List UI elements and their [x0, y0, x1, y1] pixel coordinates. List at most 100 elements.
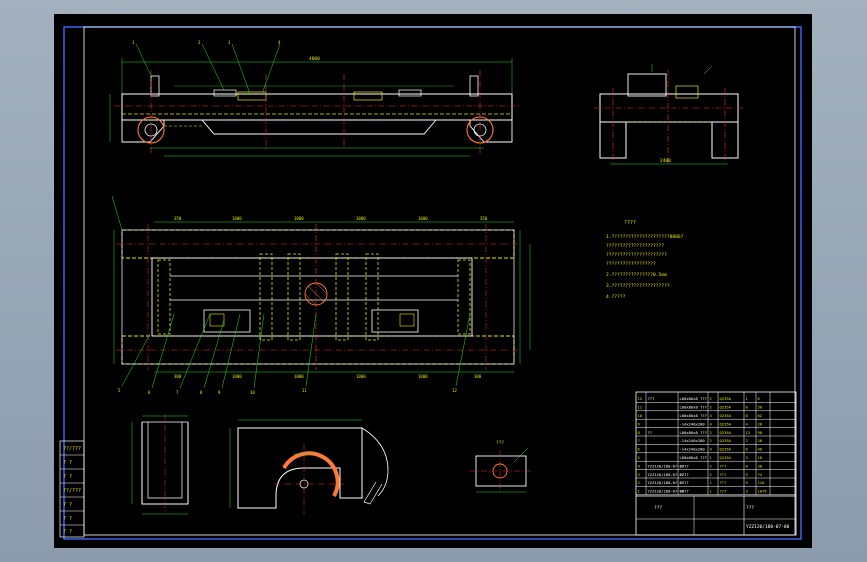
- balloon-10: 10: [250, 390, 255, 395]
- side-tab-strip: ??/??? ? ? ? ? ??/??? ? ? ? ? ? ?: [59, 440, 85, 538]
- bom-cell-qty: 2: [710, 472, 712, 477]
- balloon-7: 7: [176, 390, 179, 395]
- note-line-1: 1.?????????????????????8086?: [606, 234, 684, 240]
- bom-cell-name: YZZ120/180-07-01: [648, 480, 685, 485]
- bom-cell-no: 5: [638, 455, 640, 460]
- title-block-name: ???: [746, 505, 754, 511]
- bom-cell-no: 3: [638, 472, 640, 477]
- plan-view: 350 1000 1000 1000 1000 350: [111, 195, 531, 395]
- bom-cell-qty: 4: [710, 413, 713, 418]
- bom-cell-mat: ???: [720, 463, 727, 468]
- bom-cell-note: 74: [758, 472, 763, 477]
- bom-cell-qty: 4: [710, 421, 713, 426]
- bom-cell-note: 98: [758, 430, 763, 435]
- notes-title: ????: [624, 220, 636, 226]
- bom-cell-spec: L80x80x8 ???: [680, 430, 707, 435]
- bom-cell-wt: 9: [746, 480, 749, 485]
- balloon-11: 11: [302, 388, 307, 393]
- balloon-2: 2: [198, 40, 201, 45]
- bill-of-materials: ??? YZZ120/180-07-00 ??? 12???L80x80x8 ?…: [635, 391, 797, 536]
- bom-cell-spec: L80x80x8 ???: [680, 396, 707, 401]
- plan-bottom-dim-4: 1000: [356, 374, 366, 379]
- bom-cell-qty: 1: [710, 480, 713, 485]
- note-line-6: 3.?????????????????????: [606, 283, 670, 289]
- plan-bottom-dim-1: 300: [174, 374, 182, 379]
- side-elevation-view: 2400: [594, 64, 744, 165]
- side-tab-0: ??/???: [63, 446, 81, 452]
- side-tab-6: ? ?: [63, 529, 72, 535]
- bom-cell-qty: 2: [710, 405, 712, 410]
- balloon-12: 12: [452, 388, 457, 393]
- bom-cell-note: 28: [758, 438, 763, 443]
- note-line-2: ?????????????????????: [606, 243, 664, 249]
- bom-cell-note: 6: [758, 396, 761, 401]
- bom-cell-spec: -14x240x280: [680, 447, 706, 452]
- side-width-dim: 2400: [660, 158, 671, 164]
- bom-cell-spec: ????: [680, 489, 689, 494]
- bom-cell-spec: -14x240x280: [680, 438, 706, 443]
- balloon-1: 1: [132, 40, 135, 45]
- top-overall-dim: 4800: [309, 56, 320, 62]
- note-line-4: ??????????????????: [606, 261, 656, 267]
- side-tab-1: ? ?: [63, 460, 72, 466]
- bom-cell-no: 12: [638, 396, 643, 401]
- detail-u-channel: [131, 414, 189, 515]
- inner-frame: [83, 26, 796, 536]
- note-line-3: ??????????????????????: [606, 252, 667, 258]
- bom-cell-mat: Q235A: [720, 413, 732, 418]
- bom-cell-no: 6: [638, 447, 641, 452]
- bom-cell-name: ??: [648, 430, 653, 435]
- bom-cell-note: 56: [758, 405, 763, 410]
- bom-cell-mat: Q235A: [720, 447, 732, 452]
- bom-cell-spec: L80x80x8 ???: [680, 405, 707, 410]
- bom-cell-qty: 2: [710, 463, 712, 468]
- cad-drawing[interactable]: ??/??? ? ? ? ? ??/??? ? ? ? ? ? ? 4800: [54, 14, 812, 548]
- balloon-3: 3: [228, 40, 231, 45]
- drawing-number: YZZ120/180-07-00: [746, 524, 790, 530]
- bom-cell-name: ???: [648, 396, 655, 401]
- plan-bottom-dim-3: 1000: [294, 374, 304, 379]
- bom-cell-spec: ????: [680, 480, 689, 485]
- plan-top-dim-2: 1000: [232, 216, 242, 221]
- bom-cell-wt: 4: [746, 421, 749, 426]
- balloon-4: 4: [278, 40, 281, 45]
- side-tab-5: ? ?: [63, 516, 72, 522]
- plan-bottom-dim-2: 1000: [232, 374, 242, 379]
- bom-cell-name: YZZ120/180-07-00: [648, 489, 685, 494]
- bom-cell-mat: Q235A: [720, 455, 732, 460]
- bom-cell-mat: Q235A: [720, 421, 732, 426]
- plan-top-dim-6: 350: [480, 216, 488, 221]
- bom-cell-qty: 1: [710, 489, 713, 494]
- bom-cell-qty: 2: [710, 438, 712, 443]
- bom-cell-mat: Q235A: [720, 430, 732, 435]
- bom-cell-spec: ????: [680, 463, 689, 468]
- bom-cell-wt: 12: [746, 430, 751, 435]
- bom-cell-wt: 8: [746, 463, 749, 468]
- plan-top-dim-3: 1000: [294, 216, 304, 221]
- detail-c-label: ???: [496, 440, 504, 446]
- side-tab-4: ? ?: [63, 502, 72, 508]
- bom-cell-qty: 2: [710, 430, 712, 435]
- bom-cell-note: 116: [758, 480, 766, 485]
- drawing-sheet[interactable]: ??/??? ? ? ? ? ??/??? ? ? ? ? ? ? 4800: [54, 14, 812, 548]
- bom-cell-wt: 2: [746, 438, 748, 443]
- bom-cell-note: 62: [758, 413, 763, 418]
- bom-cell-note: 1076: [758, 489, 768, 494]
- bom-cell-name: YZZ120/180-07-03: [648, 463, 685, 468]
- bom-cell-qty: 2: [710, 396, 712, 401]
- plan-bottom-dim-6: 300: [474, 374, 482, 379]
- technical-notes: ???? 1.?????????????????????8086? ??????…: [606, 220, 684, 300]
- plan-top-dim-1: 350: [174, 216, 182, 221]
- bom-cell-spec: L80x80x8 ???: [680, 413, 707, 418]
- detail-small-part: ???: [470, 440, 532, 493]
- bom-cell-note: 18: [758, 455, 763, 460]
- bom-cell-mat: Q235A: [720, 405, 732, 410]
- bom-cell-no: 2: [638, 480, 640, 485]
- bom-cell-no: 7: [638, 438, 640, 443]
- bom-cell-note: 38: [758, 463, 763, 468]
- side-tab-3: ??/???: [63, 488, 81, 494]
- bom-cell-mat: Q235A: [720, 396, 732, 401]
- bom-cell-wt: 5: [746, 472, 748, 477]
- title-label: ???: [654, 505, 662, 511]
